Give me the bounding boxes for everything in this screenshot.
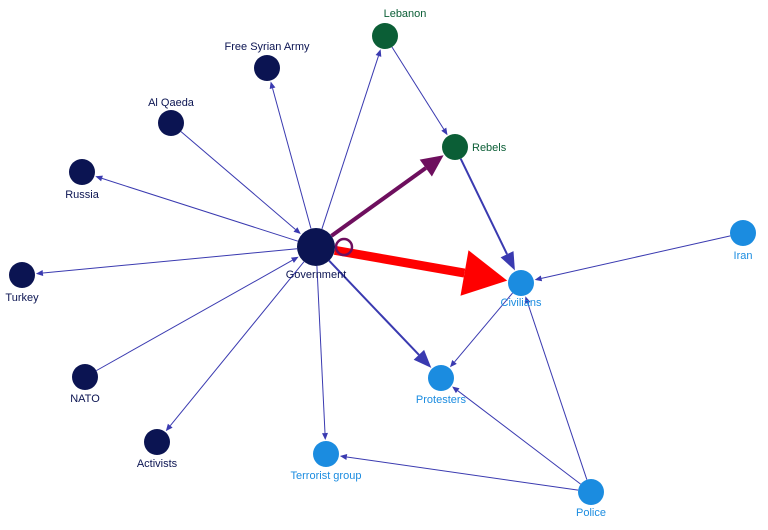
edge-line xyxy=(101,177,299,242)
edge-arrowhead xyxy=(375,49,382,57)
labels-layer: Government Free Syrian Army Al QaedaRussia… xyxy=(5,8,752,519)
edge-arrowhead xyxy=(291,256,299,263)
edge-government-to-activists xyxy=(165,261,305,432)
edge-arrowhead xyxy=(95,175,103,182)
edge-police-to-protesters xyxy=(452,386,581,485)
edge-arrowhead xyxy=(460,250,508,296)
edge-government-to-terrorist-group xyxy=(316,265,328,440)
edges-layer xyxy=(35,46,731,491)
edge-government-to-free-syrian-army xyxy=(269,81,312,229)
node-label-activists: Activists xyxy=(137,458,178,470)
edge-police-to-civilians xyxy=(524,296,588,480)
edge-nato-to-government xyxy=(96,256,299,372)
edge-line xyxy=(459,158,508,255)
node-free-syrian-army[interactable] xyxy=(254,55,280,81)
node-label-free-syrian-army: Free Syrian Army xyxy=(225,41,310,53)
edge-arrowhead xyxy=(165,423,173,432)
edge-arrowhead xyxy=(413,349,432,368)
edge-lebanon-to-rebels xyxy=(391,46,448,136)
node-label-lebanon: Lebanon xyxy=(384,8,427,20)
node-label-al-qaeda: Al Qaeda xyxy=(148,97,195,109)
edge-government-to-russia xyxy=(95,175,299,242)
edge-line xyxy=(328,260,420,356)
node-terrorist-group[interactable] xyxy=(313,441,339,467)
node-police[interactable] xyxy=(578,479,604,505)
node-label-civilians: Civilians xyxy=(501,297,542,309)
edge-government-to-civilians xyxy=(333,245,508,296)
node-label-nato: NATO xyxy=(70,393,100,405)
self-loop-government xyxy=(334,237,354,257)
edge-line xyxy=(346,456,579,491)
nodes-layer xyxy=(9,23,756,505)
node-label-rebels: Rebels xyxy=(472,142,507,154)
edge-line xyxy=(333,245,466,278)
edge-government-to-protesters xyxy=(328,260,432,368)
node-iran[interactable] xyxy=(730,220,756,246)
node-label-russia: Russia xyxy=(65,189,100,201)
edge-government-to-lebanon xyxy=(321,49,382,230)
node-label-turkey: Turkey xyxy=(5,292,39,304)
edge-arrowhead xyxy=(293,227,301,234)
edge-line xyxy=(321,55,379,230)
edge-arrowhead xyxy=(452,386,460,394)
edge-line xyxy=(541,235,731,279)
edge-government-to-rebels xyxy=(330,155,444,238)
edge-arrowhead xyxy=(419,155,444,177)
node-turkey[interactable] xyxy=(9,262,35,288)
edge-line xyxy=(96,259,293,372)
node-lebanon[interactable] xyxy=(372,23,398,49)
edge-arrowhead xyxy=(35,270,44,276)
node-label-police: Police xyxy=(576,507,606,519)
edge-arrowhead xyxy=(524,296,531,304)
node-nato[interactable] xyxy=(72,364,98,390)
node-russia[interactable] xyxy=(69,159,95,185)
node-rebels[interactable] xyxy=(442,134,468,160)
node-civilians[interactable] xyxy=(508,270,534,296)
edge-government-to-government xyxy=(334,237,354,257)
edge-government-to-turkey xyxy=(35,248,298,276)
edge-line xyxy=(330,166,427,238)
edge-iran-to-civilians xyxy=(534,235,731,282)
node-label-terrorist-group: Terrorist group xyxy=(291,470,362,482)
node-activists[interactable] xyxy=(144,429,170,455)
node-label-iran: Iran xyxy=(734,250,753,262)
edge-line xyxy=(272,88,312,229)
edge-line xyxy=(457,390,581,485)
edge-line xyxy=(316,265,326,434)
node-label-government: Government xyxy=(286,269,347,281)
edge-arrowhead xyxy=(441,127,448,136)
edge-rebels-to-civilians xyxy=(459,158,515,271)
node-protesters[interactable] xyxy=(428,365,454,391)
node-government[interactable] xyxy=(297,228,335,266)
edge-line xyxy=(42,248,298,274)
edge-arrowhead xyxy=(269,81,276,89)
edge-arrowhead xyxy=(450,360,457,368)
edge-line xyxy=(527,302,588,480)
edge-line xyxy=(180,131,296,230)
edge-line xyxy=(391,46,445,130)
edge-police-to-terrorist-group xyxy=(339,454,579,491)
edge-civilians-to-protesters xyxy=(450,292,514,368)
edge-line xyxy=(169,261,305,427)
edge-al-qaeda-to-government xyxy=(180,131,301,234)
node-al-qaeda[interactable] xyxy=(158,110,184,136)
edge-line xyxy=(454,292,514,363)
node-label-protesters: Protesters xyxy=(416,394,467,406)
edge-arrowhead xyxy=(322,432,328,440)
edge-arrowhead xyxy=(339,454,348,460)
edge-arrowhead xyxy=(500,251,515,271)
edge-arrowhead xyxy=(534,275,543,282)
